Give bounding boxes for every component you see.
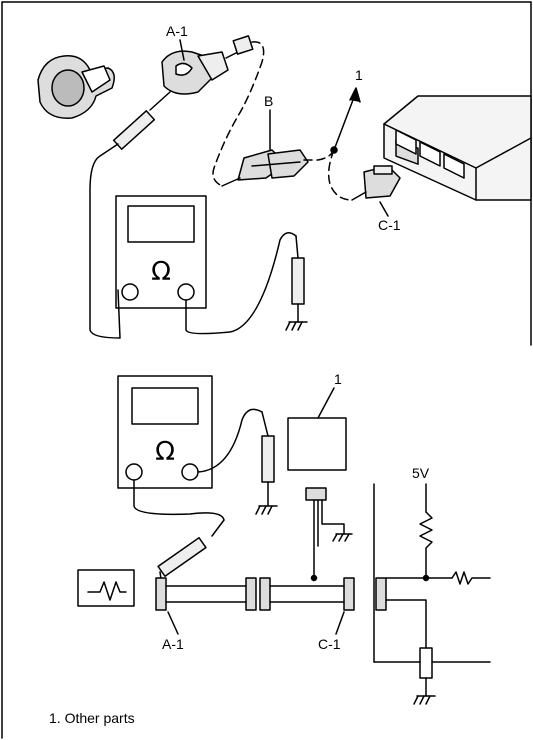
connector-ecu-body (375, 577, 387, 611)
bottom-label-a1: A-1 (162, 636, 184, 652)
bottom-a1-leader (167, 611, 179, 635)
bottom-meter-body (117, 375, 213, 489)
top-label-1: 1 (355, 67, 363, 83)
bottom-ground-symbol (255, 481, 278, 515)
connector-b-left-lead (221, 177, 241, 187)
connector-a1-body (155, 577, 167, 611)
top-label-b: B (264, 93, 274, 109)
other-parts-connector (305, 487, 327, 501)
bottom-ground-probe-wire (261, 411, 269, 437)
top-meter-body (115, 195, 207, 309)
sensor-waveform (87, 581, 127, 601)
series-resistor (451, 571, 491, 585)
junction-dashed-lead (327, 149, 353, 201)
pullup-resistor (419, 511, 433, 579)
bottom-label-1: 1 (334, 371, 342, 387)
a1-dashed-lead (212, 41, 265, 187)
c1-label-leader (379, 201, 389, 217)
other-parts-label-leader (317, 387, 335, 419)
bottom-meter-ohm-symbol: Ω (155, 437, 175, 467)
bottom-label-c1: C-1 (318, 636, 341, 652)
arrow-to-label-1 (333, 91, 357, 151)
bottom-label-5v: 5V (412, 465, 430, 481)
c1-lead (351, 191, 367, 201)
connector-a1 (161, 50, 229, 95)
top-ground-symbol (285, 303, 308, 331)
connector-b (237, 149, 309, 181)
a1-probe-body (112, 110, 156, 150)
ecu-signal-junction (422, 574, 430, 582)
bottom-meter-left-lead (133, 479, 225, 521)
sensor-component-box (77, 569, 135, 607)
other-parts-junction (310, 574, 318, 582)
bottom-a1-probe-wire (211, 519, 225, 537)
bottom-meter-display (131, 387, 199, 425)
bottom-ground-probe (261, 435, 275, 483)
top-meter-terminal-left (121, 283, 139, 301)
top-meter-display (127, 205, 195, 243)
top-label-a1: A-1 (166, 23, 188, 39)
a1-label-leader (179, 39, 185, 61)
bottom-meter-right-lead (197, 408, 263, 473)
a1-right-plug (232, 35, 254, 55)
top-meter-ohm-symbol: Ω (151, 257, 171, 287)
ecu-lower-lead (385, 599, 427, 649)
connector-b-right-lead (303, 149, 335, 161)
connector-c1 (363, 165, 401, 199)
other-parts-ground-symbol (332, 533, 353, 542)
top-ohmmeter (115, 195, 207, 309)
a1-probe-lead (89, 143, 121, 339)
bottom-ohmmeter (117, 375, 213, 489)
ecu-sockets (395, 129, 465, 179)
ecu-ground-symbol (413, 695, 436, 705)
other-parts-box (287, 417, 347, 471)
sensor-part (37, 55, 115, 119)
other-parts-ground-wire (321, 499, 345, 535)
connector-c1-body (343, 577, 355, 611)
ecu-variable-resistor (419, 647, 433, 679)
legend-item-other-parts: 1. Other parts (49, 710, 135, 726)
a1-cable-right (225, 51, 239, 59)
a1-probe-wire (149, 91, 171, 111)
arrow-head-1 (349, 87, 361, 103)
connector-mid-right (259, 577, 271, 611)
bottom-meter-terminal-right (181, 463, 199, 481)
top-ground-probe (291, 257, 305, 305)
top-ground-probe-wire (295, 235, 299, 259)
connector-mid-left (245, 577, 257, 611)
top-meter-terminal-right (177, 283, 195, 301)
bottom-meter-terminal-left (125, 463, 143, 481)
bottom-c1-leader (335, 611, 345, 635)
top-meter-right-lead (185, 232, 297, 335)
top-label-c1: C-1 (378, 217, 401, 233)
bottom-a1-probe (157, 536, 207, 578)
